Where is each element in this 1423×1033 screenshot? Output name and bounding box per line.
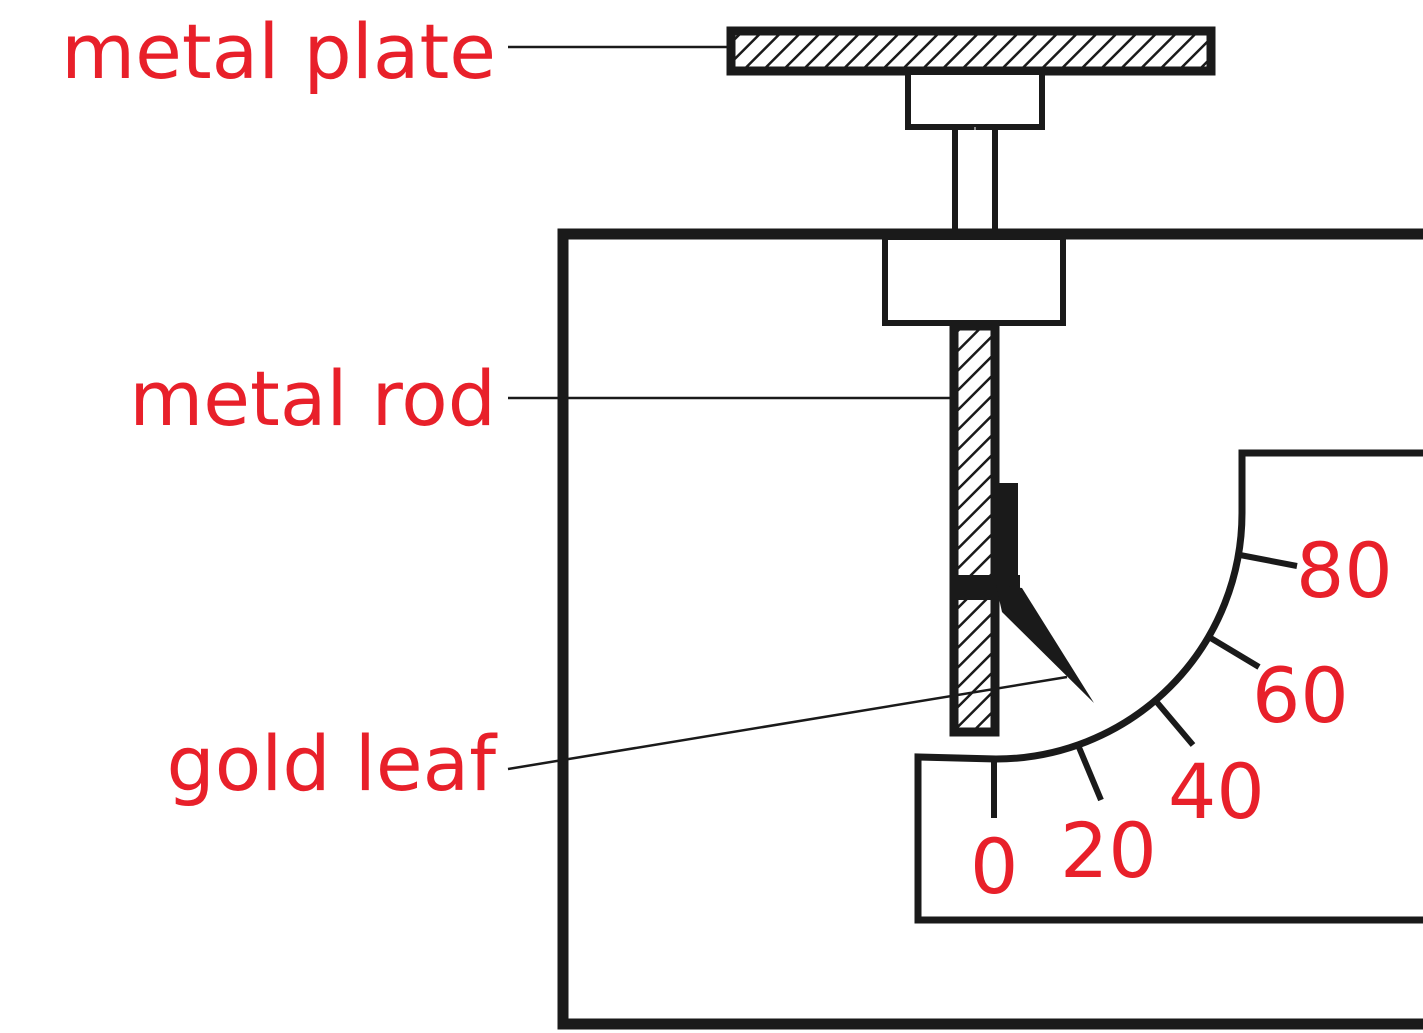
scale-label: 0: [970, 822, 1018, 911]
scale-label: 80: [1296, 526, 1393, 615]
leaf-leader-line: [507, 675, 1068, 771]
scale-label: 20: [1060, 806, 1157, 895]
scale-plate: [914, 449, 1423, 924]
metal-plate: [726, 26, 1216, 76]
scale-tick: [1075, 743, 1104, 802]
upper-stem: [952, 124, 998, 235]
scale-ticks: [991, 552, 1298, 818]
scale-numbers: 0 20 40 60 80: [970, 526, 1393, 911]
metal-rod: [949, 321, 1000, 737]
scale-tick: [1152, 698, 1196, 747]
metal-plate-label: metal plate: [61, 7, 496, 96]
scale-label: 40: [1168, 747, 1265, 836]
scale-label: 60: [1252, 651, 1349, 740]
gold-leaf: [996, 585, 1094, 703]
top-connector: [905, 69, 1045, 130]
scale-tick: [1239, 552, 1298, 569]
gold-leaf-label: gold leaf: [167, 719, 499, 808]
fixed-vane: [998, 483, 1018, 593]
scale-tick: [1207, 634, 1261, 670]
insulator-block: [882, 234, 1066, 326]
metal-rod-label: metal rod: [129, 354, 496, 443]
